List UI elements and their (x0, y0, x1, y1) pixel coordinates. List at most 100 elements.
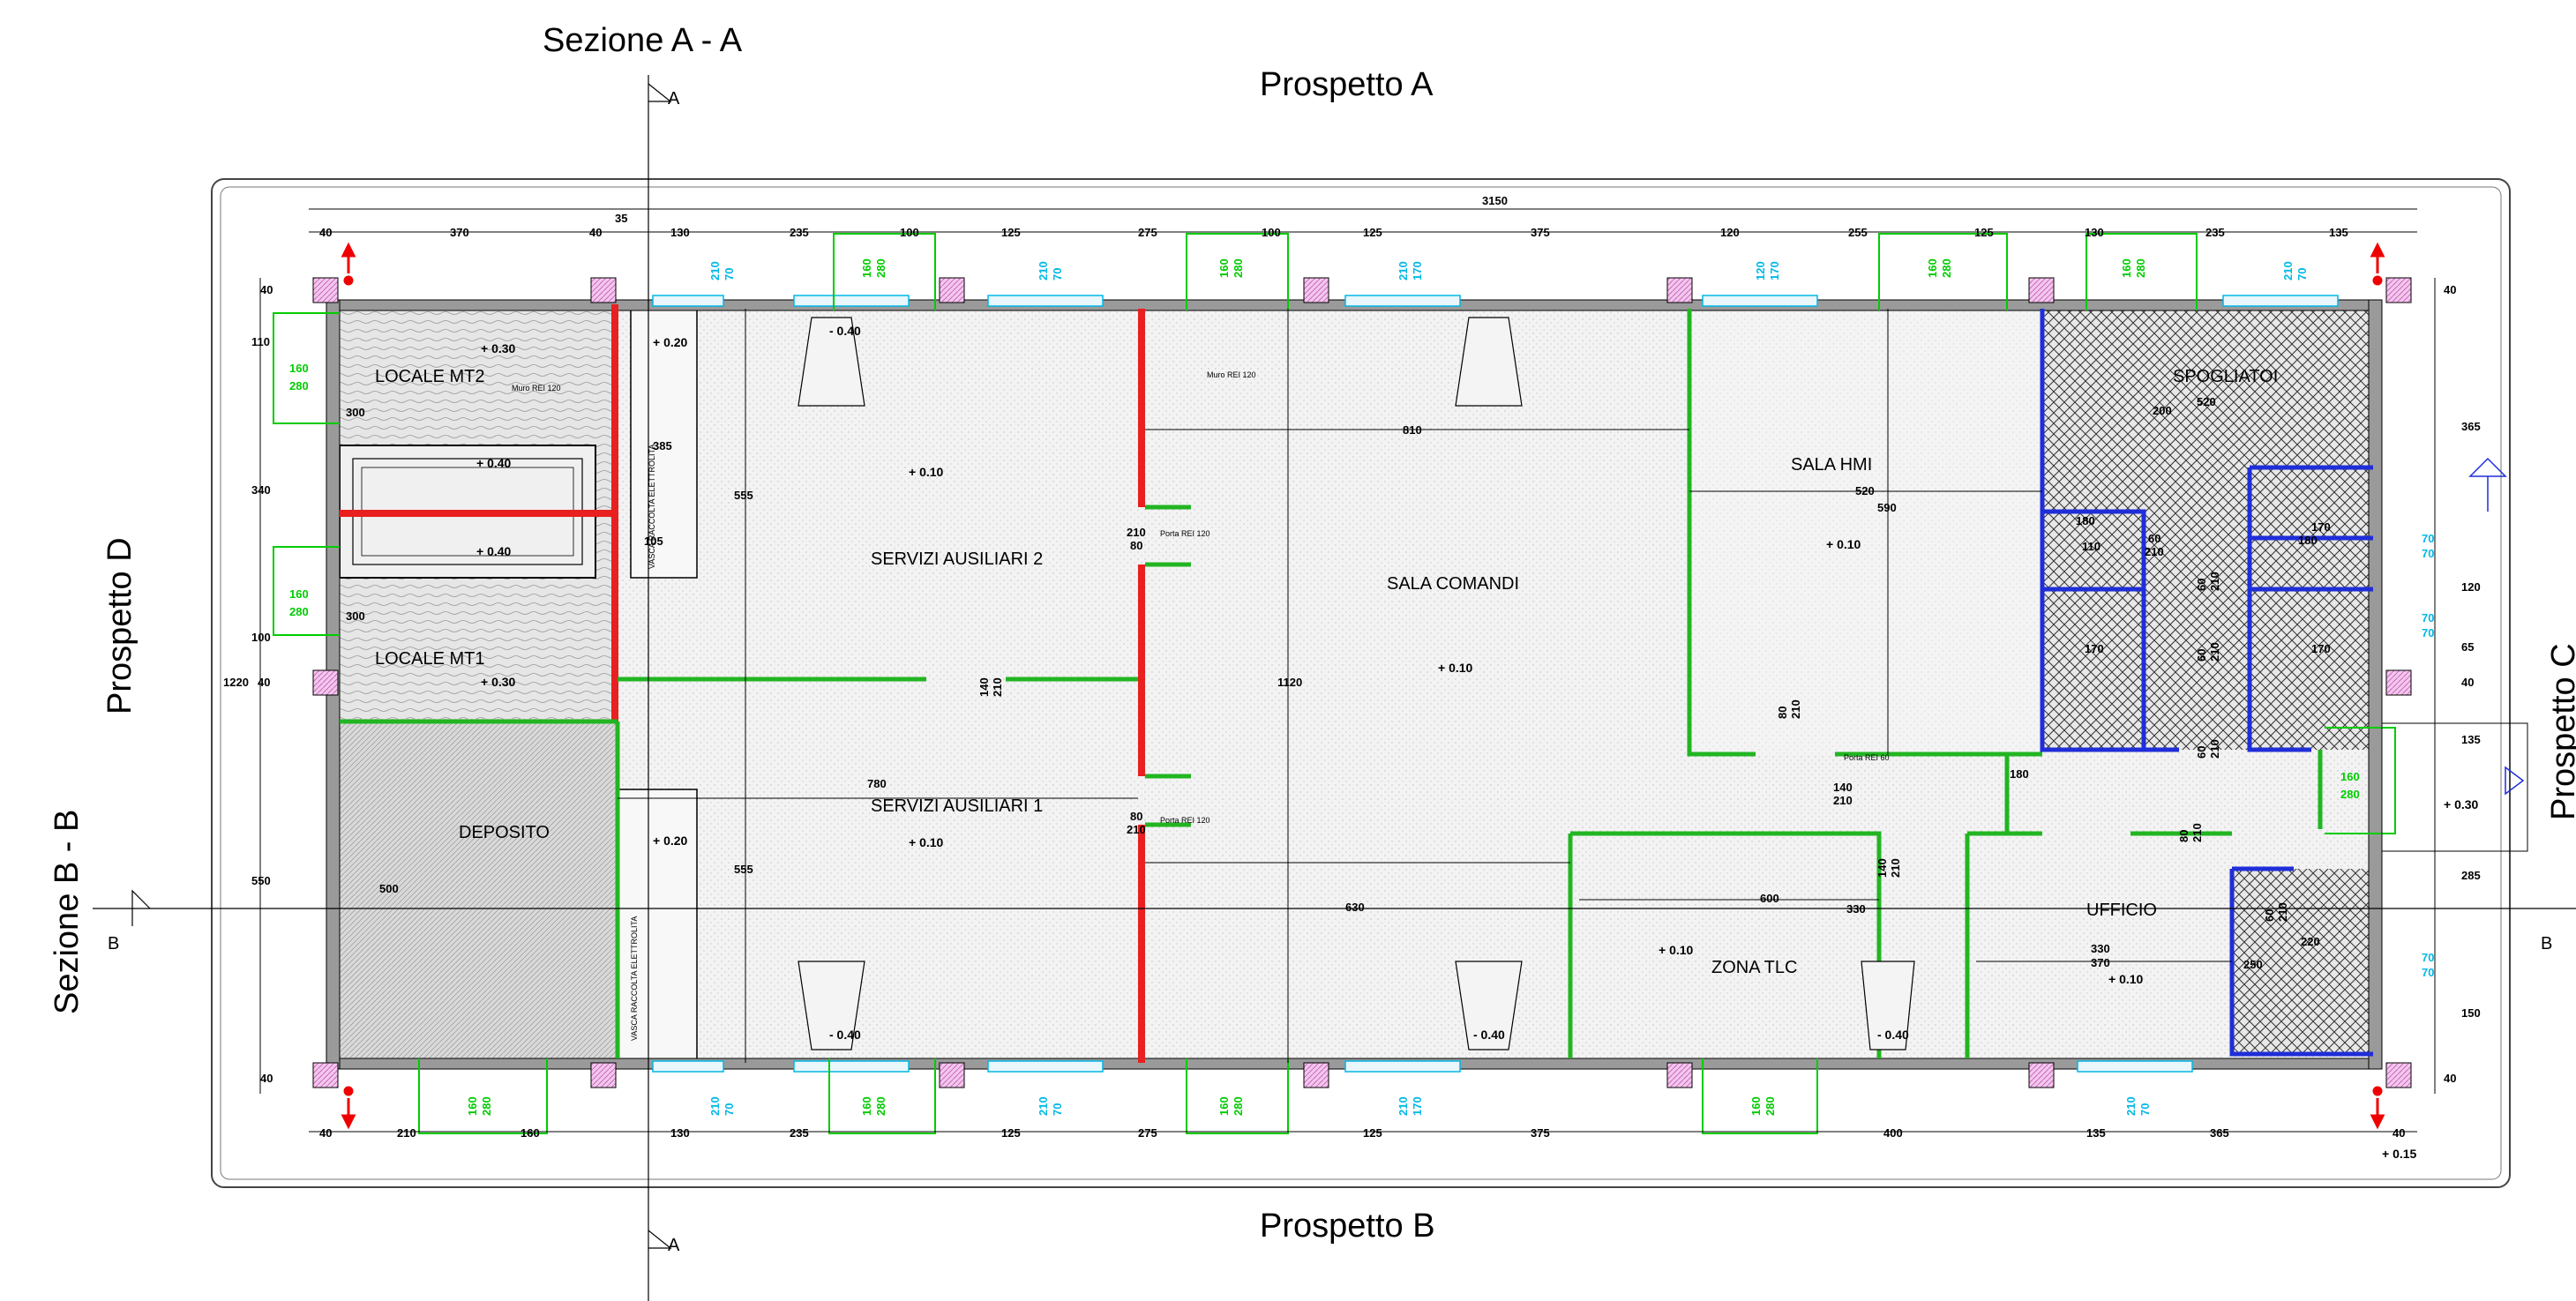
int-door-7: 80 (2177, 830, 2190, 842)
room-zona-tlc: ZONA TLC (1711, 958, 1797, 977)
section-markers (131, 83, 672, 1249)
note-porta-rei-120-a: Porta REI 120 (1160, 529, 1210, 538)
dim-top-130: 130 (670, 226, 690, 239)
dim-right-40b: 40 (2461, 676, 2474, 689)
door-left-2-w: 160 (289, 587, 309, 601)
int-door-11: 60 (2195, 649, 2208, 662)
door-top-4-w: 160 (2120, 258, 2133, 278)
windows-top (652, 295, 2339, 307)
dim-bot-130: 130 (670, 1126, 690, 1140)
dim-right-65: 65 (2461, 640, 2474, 654)
door-bot-1-h: 280 (480, 1096, 493, 1116)
win-bot-2b: 70 (1051, 1103, 1064, 1116)
dim-170c: 170 (2311, 520, 2331, 534)
win-bot-4a: 210 (2124, 1096, 2138, 1116)
elev-annex: + 0.30 (2444, 797, 2479, 811)
win-right-1b: 70 (2422, 547, 2434, 560)
door-top-1-h: 280 (874, 258, 887, 278)
win-bot-4b: 70 (2138, 1103, 2152, 1116)
dim-780: 780 (867, 777, 887, 790)
spogliatoi-fill (2042, 309, 2378, 750)
dim-right-40c: 40 (2444, 1072, 2456, 1085)
dim-top-375: 375 (1531, 226, 1550, 239)
int-door-8b: 210 (2276, 902, 2289, 922)
right-annex (2381, 722, 2528, 852)
wc-fill (2232, 869, 2378, 1054)
prospetto-c-title: Prospetto C (2545, 643, 2576, 820)
door-bot-4-h: 280 (1764, 1096, 1777, 1116)
elev-intake-5: - 0.40 (1877, 1028, 1909, 1042)
elev-vasca-bottom: + 0.20 (653, 834, 688, 848)
dim-bot-365: 365 (2210, 1126, 2229, 1140)
win-bot-3a: 210 (1397, 1096, 1410, 1116)
door-top-4-h: 280 (2134, 258, 2147, 278)
door-bot-3-h: 280 (1232, 1096, 1245, 1116)
elev-mt1: + 0.30 (481, 675, 516, 689)
int-door-2b: 210 (1127, 823, 1146, 836)
dim-170b: 170 (2311, 642, 2331, 655)
int-door-12b: 210 (2208, 739, 2221, 759)
stair-intakes (798, 317, 1915, 1051)
elev-intake-3: - 0.40 (829, 1028, 861, 1042)
dim-left-385: 385 (653, 439, 672, 452)
win-bot-2a: 210 (1037, 1096, 1050, 1116)
int-door-4b: 210 (1789, 699, 1802, 719)
dim-right-285: 285 (2461, 869, 2481, 882)
note-muro-rei: Muro REI 120 (1207, 370, 1256, 379)
door-right (2325, 727, 2396, 834)
door-bot-3-w: 160 (1217, 1096, 1231, 1116)
dim-250: 250 (2243, 958, 2263, 971)
windows-bottom (652, 1060, 2193, 1073)
elev-site: + 0.15 (2382, 1147, 2417, 1161)
elev-ufficio: + 0.10 (2108, 972, 2144, 986)
int-door-6b: 210 (1889, 858, 1902, 878)
room-sala-comandi: SALA COMANDI (1387, 574, 1519, 594)
dim-bot-160: 160 (520, 1126, 540, 1140)
dim-bot-125: 125 (1001, 1126, 1021, 1140)
dim-top-125c: 125 (1974, 226, 1994, 239)
marker-a-top: A (668, 89, 680, 108)
int-door-9: 60 (2148, 532, 2160, 545)
dim-left-555a: 555 (734, 489, 753, 502)
dim-left-100: 100 (251, 631, 271, 644)
win-right-3a: 70 (2422, 951, 2434, 964)
dim-bot-135: 135 (2086, 1126, 2106, 1140)
dim-left-500: 500 (379, 882, 399, 895)
door-top-3-h: 280 (1940, 258, 1953, 278)
door-left-2-h: 280 (289, 605, 309, 618)
dim-110: 110 (2082, 540, 2100, 553)
elev-sala-comandi: + 0.10 (1438, 661, 1473, 675)
dim-top-275: 275 (1138, 226, 1157, 239)
dim-bot-375: 375 (1531, 1126, 1550, 1140)
int-door-8: 60 (2263, 909, 2276, 922)
sala-hmi-fill (1689, 309, 2042, 754)
doors-left (273, 312, 340, 636)
dim-right-365: 365 (2461, 420, 2481, 433)
dim-top-125a: 125 (1001, 226, 1021, 239)
dim-left-550: 550 (251, 874, 271, 887)
note-porta-rei-60: Porta REI 60 (1844, 753, 1890, 762)
section-bb-title: Sezione B - B (49, 810, 86, 1014)
dim-520: 520 (1855, 484, 1875, 497)
room-locale-mt2: LOCALE MT2 (375, 367, 484, 386)
pillars (312, 277, 2412, 1088)
win-top-3a: 210 (1397, 261, 1410, 280)
elev-sala-hmi: + 0.10 (1826, 537, 1861, 551)
win-bot-1a: 210 (708, 1096, 722, 1116)
dim-top-135: 135 (2329, 226, 2348, 239)
dim-bot-40: 40 (319, 1126, 332, 1140)
vasca-bottom (617, 789, 698, 1064)
door-right-w: 160 (2340, 770, 2360, 783)
dim-left-110: 110 (251, 335, 270, 348)
dim-right-150: 150 (2461, 1006, 2481, 1020)
int-door-5: 140 (1833, 781, 1853, 794)
room-ufficio: UFFICIO (2086, 901, 2157, 920)
dim-630: 630 (1345, 901, 1365, 914)
door-bot-2-w: 160 (860, 1096, 873, 1116)
dim-180c: 180 (2298, 534, 2318, 547)
int-door-10: 60 (2195, 579, 2208, 591)
section-aa-title: Sezione A - A (543, 22, 743, 59)
door-top-1-w: 160 (860, 258, 873, 278)
prospetto-a-title: Prospetto A (1260, 66, 1434, 103)
